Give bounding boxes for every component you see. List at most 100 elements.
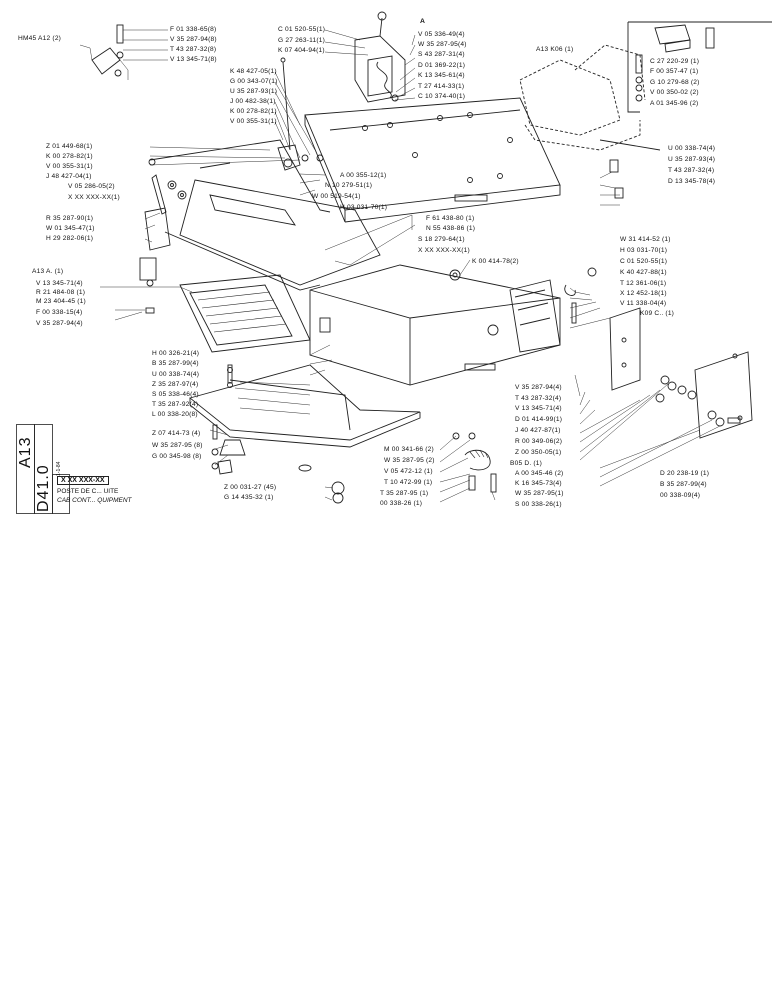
label-ru-6: X 12 452-18(1) [620,290,667,297]
label-ct-5: G 00 343-07(1) [230,78,278,85]
seat-outline [519,59,621,136]
label-rc-7: Z 00 350-05(1) [515,449,562,456]
side-cover [609,307,641,391]
grille-panel [179,274,311,353]
sheet-date: 1-1-84 [56,461,62,476]
label-bl-1: Z 07 414-73 (4) [152,430,201,437]
label-bm-2: G 14 435-32 (1) [224,494,274,501]
label-bc-5: T 35 287-95 (1) [380,490,429,497]
label-rc-9: A 00 345-46 (2) [515,470,564,477]
label-ct-4: K 48 427-05(1) [230,68,277,75]
front-panel [179,179,381,286]
label-lb-1: H 00 326-21(4) [152,350,200,357]
label-ct-3: K 07 404-94(1) [278,47,325,54]
lever-rod [282,61,291,151]
label-lm-6: X XX XXX-XX(1) [68,194,120,201]
label-lg-4: F 00 338-15(4) [36,309,83,316]
label-rc-4: D 01 414-99(1) [515,416,563,423]
label-lg-2: R 21 484-08 (1) [36,289,86,296]
label-br-2: B 35 287-99(4) [660,481,707,488]
label-lm-2: K 00 278-82(1) [46,153,93,160]
label-ru-3: C 01 520-55(1) [620,258,668,265]
label-ct-1: C 01 520-55(1) [278,26,326,33]
label-lm-3: V 00 355-31(1) [46,163,93,170]
label-rm-2: U 35 287-93(4) [668,156,716,163]
label-ru-7: V 11 338-04(4) [620,300,667,307]
label-rc-1: V 35 287-94(4) [515,384,562,391]
label-ct-6: U 35 287-93(1) [230,88,278,95]
base-plate [189,364,421,441]
leader-lines [79,29,721,503]
label-ct-7: J 00 482-38(1) [230,98,276,105]
label-ct-9: V 00 355-31(1) [230,118,277,125]
label-ru-8: K09 C.. (1) [640,310,675,317]
label-bc-1: M 00 341-66 (2) [384,446,434,453]
label-bc-6: 00 338-26 (1) [380,500,423,507]
sheet-code-b: D41.0 [35,464,52,512]
label-ll-3: H 29 282-06(1) [46,235,94,242]
label-rc-6: R 00 349-06(2) [515,438,563,445]
label-cr-5: K 13 345-61(4) [418,72,465,79]
label-lb-2: B 35 287-99(4) [152,360,199,367]
label-tl-2: V 35 287-94(8) [170,36,217,43]
label-ct-8: K 00 278-82(1) [230,108,277,115]
label-ll-1: R 35 287-90(1) [46,215,94,222]
sheet-ref: X XX XXX-XX [57,476,109,485]
label-lb-3: U 00 338-74(4) [152,371,200,378]
label-lg-5: V 35 287-94(4) [36,320,83,327]
sheet-title-fr: POSTE DE C... UITE [57,488,119,495]
label-tl-3: T 43 287-32(8) [170,46,217,53]
label-h03a: H 03 031-70(1) [340,204,388,211]
ref-hm45: HM45 A12 (2) [18,35,62,42]
label-rc-5: J 40 427-87(1) [515,427,561,434]
label-cr-6: T 27 414-33(1) [418,83,465,90]
sheet-title-en: CAB CONT... QUIPMENT [57,497,132,504]
label-inset-1: C 27 220-29 (1) [650,58,700,65]
label-ru-4: K 40 427-88(1) [620,269,667,276]
label-w00: W 00 519-54(1) [312,193,361,200]
label-lm-4: J 48 427-04(1) [46,173,92,180]
cab-body-box [309,264,561,386]
label-br-3: 00 338-09(4) [660,492,701,499]
ref-a13a: A13 A. (1) [32,268,64,275]
label-inset-4: V 00 350-02 (2) [650,89,699,96]
label-f61: F 61 438-80 (1) [426,215,475,222]
label-lm-5: V 05 286-05(2) [68,183,115,190]
label-lb-4: Z 35 287-97(4) [152,381,199,388]
label-rc-12: S 00 338-26(1) [515,501,562,508]
label-inset-2: F 00 357-47 (1) [650,68,699,75]
label-lm-1: Z 01 449-68(1) [46,143,93,150]
label-cr-1: V 05 336-49(4) [418,31,465,38]
label-cr-4: D 01 369-22(1) [418,62,466,69]
label-lb-6: T 35 287-92(4) [152,401,199,408]
label-s18: S 18 279-64(1) [418,236,465,243]
sheet-code-a: A13 [17,436,34,468]
label-a00: A 00 355-12(1) [340,172,387,179]
label-tl-1: F 01 338-65(8) [170,26,217,33]
label-inset-3: G 10 279-68 (2) [650,79,700,86]
mark-a: A [420,18,425,25]
label-lg-1: V 13 345-71(4) [36,280,83,287]
label-bm-1: Z 00 031-27 (45) [224,484,277,491]
title-block: A13 D41.0 [16,424,70,514]
control-console [354,35,406,103]
ref-seat: A13 K06 (1) [536,46,574,53]
label-ru-5: T 12 361-06(1) [620,280,667,287]
label-cr-7: C 10 374-40(1) [418,93,466,100]
label-tl-4: V 13 345-71(8) [170,56,217,63]
label-rm-3: T 43 287-32(4) [668,167,715,174]
label-rc-8: B05 D. (1) [510,460,543,467]
label-ct-2: G 27 263-11(1) [278,37,326,44]
label-inset-5: A 01 345-96 (2) [650,100,699,107]
label-n10: N 10 279-51(1) [325,182,373,189]
label-lg-3: M 23 404-45 (1) [36,298,86,305]
label-ru-1: W 31 414-52 (1) [620,236,671,243]
label-k00: K 00 414-78(2) [472,258,519,265]
label-xxx2: X XX XXX-XX(1) [418,247,470,254]
label-cr-2: W 35 287-95(4) [418,41,467,48]
label-rc-3: V 13 345-71(4) [515,405,562,412]
label-bl-3: G 00 345-98 (8) [152,453,202,460]
label-ru-2: H 03 031-70(1) [620,247,668,254]
label-n55: N 55 438-86 (1) [426,225,476,232]
